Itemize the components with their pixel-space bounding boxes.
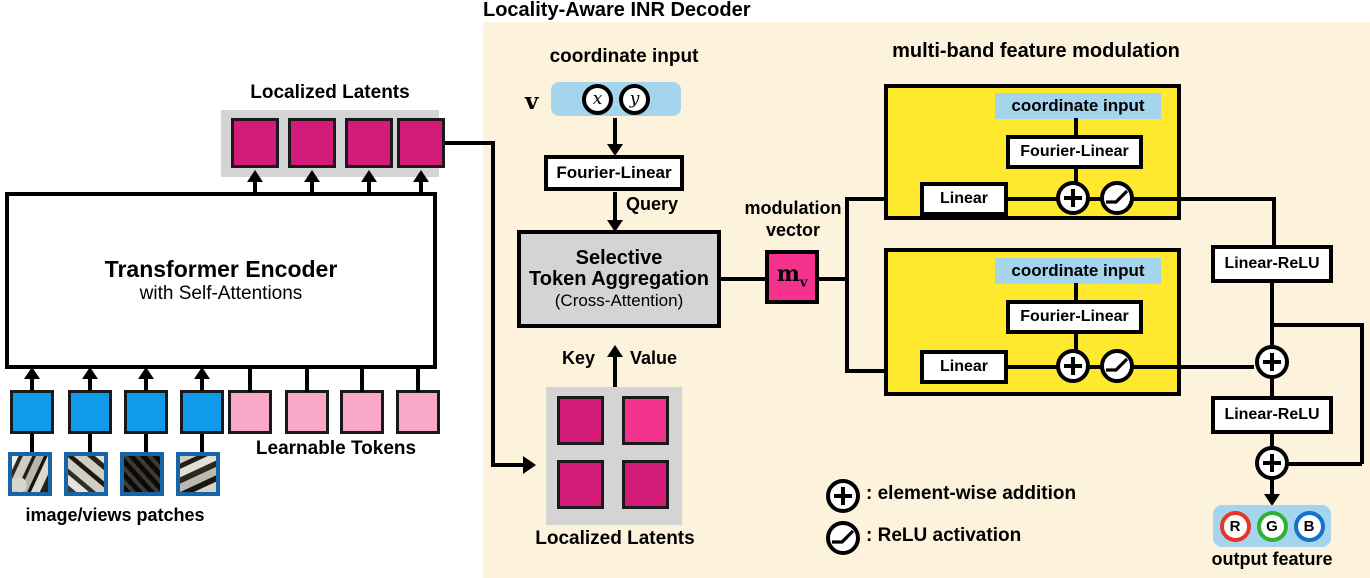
relu-circle-icon: [1100, 181, 1134, 215]
latent-cell: [557, 396, 604, 445]
encoder-subtitle: with Self-Attentions: [139, 282, 303, 304]
band-fourier-linear-box: Fourier-Linear: [1006, 300, 1143, 334]
patch-token: [124, 390, 168, 434]
multi-band-title: multi-band feature modulation: [892, 40, 1180, 62]
plus-circle-icon: [1255, 345, 1289, 379]
fourier-linear-box: Fourier-Linear: [544, 155, 684, 191]
channel-g: G: [1256, 510, 1288, 542]
latent-square: [397, 118, 445, 168]
modulation-label-line2: vector: [765, 220, 821, 240]
linear-relu-box-1: Linear-ReLU: [1211, 245, 1333, 283]
image-patches-label: image/views patches: [25, 505, 205, 525]
legend-plus-circle-icon: [826, 479, 860, 513]
vector-symbol: v: [525, 88, 539, 115]
channel-r: R: [1219, 510, 1251, 542]
coordinate-input-pill: x y: [551, 82, 681, 116]
latent-square: [345, 118, 393, 168]
image-patch: [64, 452, 108, 496]
modulation-subscript: v: [799, 275, 808, 291]
learnable-token: [228, 390, 272, 434]
key-label: Key: [562, 348, 596, 368]
modulation-vector-box: mv: [765, 250, 819, 304]
image-patch: [8, 452, 52, 496]
band-linear-box: Linear: [920, 182, 1008, 216]
patch-token: [180, 390, 224, 434]
query-label: Query: [626, 194, 679, 214]
aggregation-line-1: Selective: [575, 247, 663, 270]
localized-latents-label: Localized Latents: [250, 82, 410, 103]
learnable-token: [340, 390, 384, 434]
output-feature-label: output feature: [1211, 549, 1333, 569]
output-feature-pill: R G B: [1213, 505, 1331, 547]
modulation-label-line1: modulation: [744, 198, 842, 218]
legend-relu-circle-icon: [826, 521, 860, 555]
page-title: Locality-Aware INR Decoder: [483, 0, 751, 21]
aggregation-line-3: (Cross-Attention): [554, 291, 684, 311]
band-fourier-linear-box: Fourier-Linear: [1006, 135, 1143, 169]
image-patch: [120, 452, 164, 496]
patch-token: [68, 390, 112, 434]
coordinate-input-label: coordinate input: [549, 46, 699, 67]
value-label: Value: [630, 348, 678, 368]
aggregation-line-2: Token Aggregation: [529, 268, 709, 291]
latent-cell: [622, 396, 669, 445]
learnable-token: [285, 390, 329, 434]
modulation-symbol: m: [776, 261, 800, 288]
coord-x-token: x: [582, 83, 613, 115]
channel-b: B: [1293, 510, 1325, 542]
learnable-tokens-label: Learnable Tokens: [255, 438, 417, 459]
latent-cell: [557, 460, 604, 509]
relu-circle-icon: [1100, 349, 1134, 383]
transformer-encoder-box: Transformer Encoder with Self-Attentions: [5, 192, 437, 369]
legend-item-relu-text: : ReLU activation: [866, 525, 1022, 546]
localized-latents-grid-label: Localized Latents: [535, 528, 695, 549]
band-coordinate-input-label: coordinate input: [995, 258, 1161, 284]
plus-circle-icon: [1056, 349, 1090, 383]
selective-token-aggregation-box: Selective Token Aggregation (Cross-Atten…: [517, 230, 721, 328]
legend-item-addition-text: : element-wise addition: [866, 483, 1077, 504]
plus-circle-icon: [1255, 446, 1289, 480]
plus-circle-icon: [1056, 181, 1090, 215]
learnable-token: [396, 390, 440, 434]
band-coordinate-input-label: coordinate input: [995, 93, 1161, 119]
latent-square: [288, 118, 336, 168]
patch-token: [10, 390, 54, 434]
coord-y-token: y: [619, 83, 650, 115]
latent-cell: [622, 460, 669, 509]
latent-square: [231, 118, 279, 168]
encoder-title: Transformer Encoder: [104, 256, 338, 283]
band-linear-box: Linear: [920, 350, 1008, 384]
image-patch: [176, 452, 220, 496]
linear-relu-box-2: Linear-ReLU: [1211, 396, 1333, 434]
